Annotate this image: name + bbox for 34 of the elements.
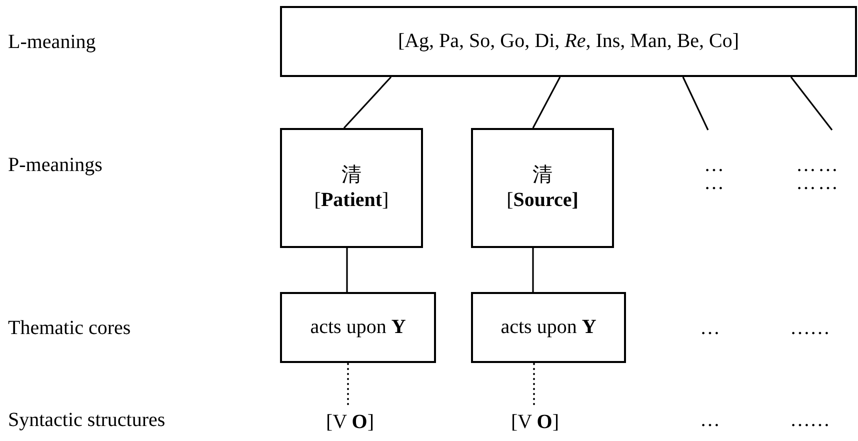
connector-line <box>343 76 392 129</box>
ellipsis-text: … <box>704 174 726 192</box>
row-label: … <box>700 316 720 341</box>
row-label: … <box>700 408 720 433</box>
box-text: acts upon Y <box>500 315 596 340</box>
row-label: L-meaning <box>8 30 96 55</box>
role-text: [Patient] <box>314 188 389 213</box>
row-label: Syntactic structures <box>8 408 166 433</box>
row-label: P-meanings <box>8 153 102 178</box>
dotted-connector <box>533 363 535 405</box>
ellipsis-text: …… <box>796 156 840 174</box>
core-box <box>280 292 436 363</box>
connector-line <box>682 76 709 130</box>
connector-line <box>532 76 561 128</box>
row-label: …… <box>790 408 830 433</box>
meaning-box <box>471 128 614 248</box>
connector-line <box>790 76 833 130</box>
connector-line <box>532 248 534 292</box>
row-label: …… <box>790 316 830 341</box>
chinese-character: 清 <box>532 163 552 188</box>
ellipsis-text: …… <box>796 174 840 192</box>
ellipsis-text: … <box>704 156 726 174</box>
chinese-character: 清 <box>342 163 362 188</box>
category-box <box>280 6 857 77</box>
role-text: [Source] <box>506 188 578 213</box>
core-box <box>471 292 626 363</box>
box-text: [Ag, Pa, So, Go, Di, Re, Ins, Man, Be, Co] <box>398 29 740 54</box>
meaning-box <box>280 128 423 248</box>
structure-text: [V O] <box>511 410 559 435</box>
connector-line <box>346 248 348 292</box>
dotted-connector <box>347 363 349 405</box>
row-label: Thematic cores <box>8 316 131 341</box>
box-text: acts upon Y <box>310 315 406 340</box>
structure-text: [V O] <box>326 410 374 435</box>
